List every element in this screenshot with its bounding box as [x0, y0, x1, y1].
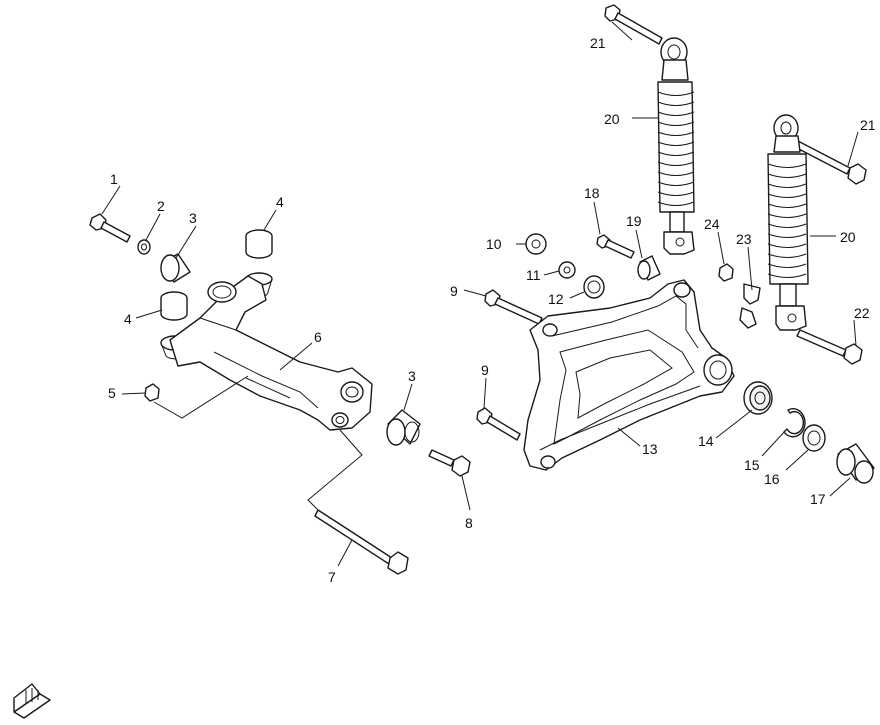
- bolt-part-21-top: [604, 4, 663, 45]
- callout-24: 24: [704, 216, 720, 232]
- callout-17: 17: [810, 491, 826, 507]
- bolt-part-22: [796, 329, 863, 365]
- callout-19: 19: [626, 213, 642, 229]
- swing-arm-part-13: [523, 279, 735, 471]
- nut-part-5: [144, 383, 160, 402]
- shock-absorber-part-20-right: [767, 114, 809, 331]
- callout-18: 18: [584, 185, 600, 201]
- shock-absorber-part-20-left: [657, 37, 695, 255]
- washer-part-10: [525, 233, 547, 255]
- callout-21-right: 21: [860, 117, 876, 133]
- callout-7: 7: [328, 569, 336, 585]
- callout-2: 2: [157, 198, 165, 214]
- bushing-part-3-right: [386, 409, 421, 446]
- callout-1: 1: [110, 171, 118, 187]
- callout-4-bottom: 4: [124, 311, 132, 327]
- bolt-part-18: [596, 234, 635, 259]
- callout-11: 11: [526, 267, 541, 283]
- bracket-clip-part-23: [739, 283, 761, 329]
- nut-part-24: [718, 263, 734, 282]
- direction-arrow-icon: [13, 683, 51, 719]
- callout-6: 6: [314, 329, 322, 345]
- callout-20-left: 20: [604, 111, 620, 127]
- callout-15: 15: [744, 457, 760, 473]
- washer-part-11: [558, 261, 576, 279]
- washer-part-16: [802, 424, 826, 452]
- trailing-arm-part-6: [169, 275, 373, 431]
- callout-9-bottom: 9: [481, 362, 489, 378]
- callout-4-top: 4: [276, 194, 284, 210]
- callout-13: 13: [642, 441, 658, 457]
- callout-9-top: 9: [450, 283, 458, 299]
- callout-3-right: 3: [408, 368, 416, 384]
- bolt-part-9-bottom: [476, 407, 521, 441]
- bushing-part-3-left: [160, 253, 191, 283]
- bolt-part-9-top: [484, 289, 543, 325]
- bolt-part-1: [89, 213, 131, 243]
- bearing-part-14: [743, 381, 773, 415]
- callout-23: 23: [736, 231, 752, 247]
- callout-21-top: 21: [590, 35, 606, 51]
- washer-part-2: [137, 239, 151, 255]
- bolt-part-8: [428, 449, 471, 477]
- callout-5: 5: [108, 385, 116, 401]
- callout-3-left: 3: [189, 210, 197, 226]
- callout-22: 22: [854, 305, 870, 321]
- callout-8: 8: [465, 515, 473, 531]
- spacer-part-19: [637, 255, 661, 281]
- washer-part-12: [583, 275, 605, 299]
- callout-10: 10: [486, 236, 502, 252]
- callout-16: 16: [764, 471, 780, 487]
- leader-lines: [101, 21, 859, 567]
- callout-20-right: 20: [840, 229, 856, 245]
- callout-12: 12: [548, 291, 564, 307]
- sleeve-part-17: [836, 443, 875, 484]
- callout-labels: 1 2 3 3 4 4 5 6 7 8 9 9 10 11 12 13 14 1…: [108, 35, 876, 585]
- long-bolt-part-7: [314, 509, 409, 575]
- bolt-part-21-right: [792, 139, 867, 185]
- circlip-part-15: [783, 408, 806, 438]
- callout-14: 14: [698, 433, 714, 449]
